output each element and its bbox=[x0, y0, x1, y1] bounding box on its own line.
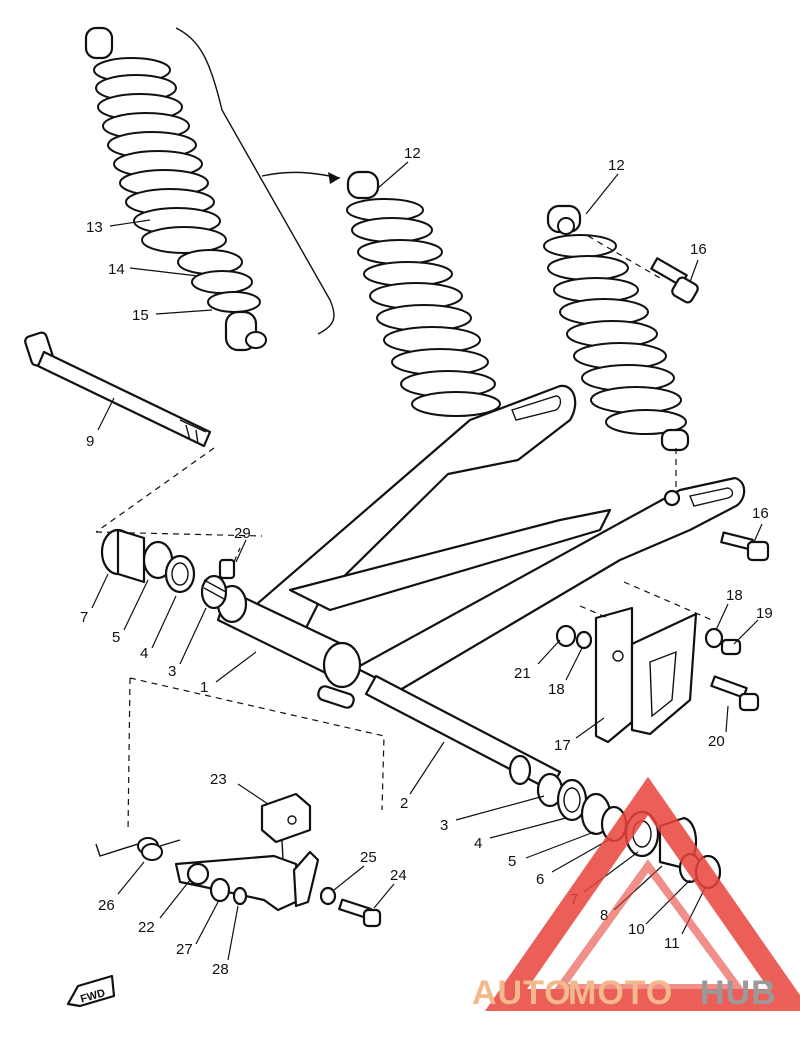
callout-16b: 16 bbox=[752, 505, 769, 522]
callout-27: 27 bbox=[176, 941, 193, 958]
callout-4a: 4 bbox=[140, 645, 148, 662]
bolt-20 bbox=[710, 675, 760, 712]
callout-28: 28 bbox=[212, 961, 229, 978]
lower-group-bracket bbox=[127, 677, 385, 833]
stand-bracket-22 bbox=[174, 850, 320, 912]
callout-5a: 5 bbox=[112, 629, 120, 646]
callout-10: 10 bbox=[628, 921, 645, 938]
watermark-hub: HUB bbox=[700, 974, 777, 1012]
chain-puller-17 bbox=[594, 606, 698, 744]
callout-9: 9 bbox=[86, 433, 94, 450]
callout-13: 13 bbox=[86, 219, 103, 236]
callout-12a: 12 bbox=[404, 145, 421, 162]
callout-19: 19 bbox=[756, 605, 773, 622]
callout-14: 14 bbox=[108, 261, 125, 278]
bolt-16-top bbox=[650, 257, 699, 304]
callout-11: 11 bbox=[664, 935, 680, 952]
shock-absorber-right bbox=[543, 204, 690, 452]
callout-17: 17 bbox=[554, 737, 571, 754]
callout-4b: 4 bbox=[474, 835, 482, 852]
washer-25 bbox=[319, 886, 337, 906]
washer-27 bbox=[209, 877, 231, 903]
callout-1: 1 bbox=[200, 679, 208, 696]
callout-18b: 18 bbox=[548, 681, 565, 698]
callout-6: 6 bbox=[536, 871, 544, 888]
collar-shaft-2 bbox=[364, 674, 562, 792]
callout-numbers: 13 14 15 12 12 16 9 29 16 18 19 7 5 4 3 … bbox=[80, 145, 773, 978]
automotohub-watermark bbox=[484, 776, 800, 1011]
callout-7a: 7 bbox=[80, 609, 88, 626]
pivot-shaft-9 bbox=[24, 331, 212, 448]
bearing-stack-left bbox=[100, 528, 228, 610]
shock-absorber-left bbox=[346, 170, 501, 417]
watermark-auto: AUTO bbox=[472, 974, 572, 1012]
watermark-text: AUTO MOTO HUB bbox=[472, 974, 777, 1012]
group-bracket bbox=[175, 27, 335, 335]
bolt-16-lower bbox=[720, 531, 770, 562]
callout-16a: 16 bbox=[690, 241, 707, 258]
callout-18a: 18 bbox=[726, 587, 743, 604]
swingarm bbox=[216, 384, 746, 709]
shaft-path bbox=[95, 447, 215, 533]
callout-22: 22 bbox=[138, 919, 155, 936]
bolt-path-17 bbox=[623, 581, 713, 621]
pin-28 bbox=[232, 886, 248, 906]
callout-24: 24 bbox=[390, 867, 407, 884]
callout-3a: 3 bbox=[168, 663, 176, 680]
washer-18b bbox=[575, 630, 593, 650]
callout-8: 8 bbox=[600, 907, 608, 924]
shock-absorber-spare bbox=[84, 26, 267, 352]
nut-21 bbox=[555, 624, 577, 648]
block-23 bbox=[260, 792, 312, 844]
bolt-24 bbox=[338, 898, 382, 928]
bolt-19 bbox=[720, 638, 742, 656]
callout-15: 15 bbox=[132, 307, 149, 324]
callout-2: 2 bbox=[400, 795, 408, 812]
watermark-moto: MOTO bbox=[568, 974, 673, 1012]
washer-18a bbox=[704, 627, 724, 649]
callout-25: 25 bbox=[360, 849, 377, 866]
callout-21: 21 bbox=[514, 665, 531, 682]
callout-26: 26 bbox=[98, 897, 115, 914]
callout-5b: 5 bbox=[508, 853, 516, 870]
spring-26 bbox=[95, 837, 181, 861]
forward-arrow: FWD bbox=[66, 974, 116, 1008]
bolt-path-16a bbox=[587, 235, 661, 279]
callout-12b: 12 bbox=[608, 157, 625, 174]
callout-3b: 3 bbox=[440, 817, 448, 834]
callout-23: 23 bbox=[210, 771, 227, 788]
callout-20: 20 bbox=[708, 733, 725, 750]
bolt-path-17b bbox=[579, 605, 609, 619]
callout-29: 29 bbox=[234, 525, 251, 542]
grease-nipple-29 bbox=[218, 547, 241, 580]
